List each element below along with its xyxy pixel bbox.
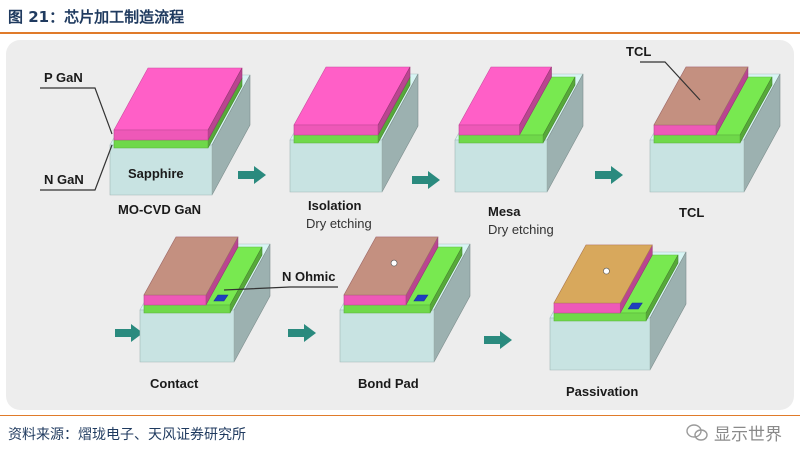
sapphire-substrate-front [139, 309, 235, 363]
blocks-layer [109, 66, 781, 371]
process-block-2 [289, 66, 419, 193]
tcl-leader [640, 61, 701, 101]
n-gan-layer-front [113, 139, 209, 149]
step-sub-isolation: Dry etching [306, 216, 372, 231]
step-label-mocvd: MO-CVD GaN [118, 202, 201, 217]
n-gan-leader [40, 144, 113, 191]
p-gan-mesa-front [143, 294, 207, 306]
n-gan-layer-front [458, 134, 544, 144]
step-label-bondpad: Bond Pad [358, 376, 419, 391]
process-block-7 [549, 244, 687, 371]
process-arrow-2 [412, 171, 440, 189]
sapphire-substrate-front [549, 317, 651, 371]
tcl-layer [143, 236, 239, 296]
figure-title: 图 21：芯片加工制造流程 [8, 8, 185, 26]
step-label-contact: Contact [150, 376, 199, 391]
brand-text: 显示世界 [714, 425, 782, 445]
process-arrow-5 [288, 324, 316, 342]
bond-pad [603, 267, 610, 275]
brand-watermark: 显示世界 [686, 420, 782, 445]
sapphire-substrate-front [454, 139, 548, 193]
n-ohmic-contact [413, 294, 429, 302]
step-sub-mesa: Dry etching [488, 222, 554, 237]
p-gan-leader [40, 87, 113, 135]
n-gan-layer-front [553, 312, 647, 322]
n-gan-layer-front [653, 134, 741, 144]
sapphire-label: Sapphire [128, 166, 184, 181]
process-block-3 [454, 66, 584, 193]
sapphire-substrate-front [649, 139, 745, 193]
p-gan-layer-front [113, 129, 209, 141]
process-block-5 [139, 236, 271, 363]
step-label-mesa: Mesa [488, 204, 521, 219]
p-gan-mesa-front [343, 294, 407, 306]
n-ohmic-contact [627, 302, 643, 310]
process-arrow-4 [115, 324, 143, 342]
n-gan-label: N GaN [44, 172, 84, 187]
n-ohmic-label: N Ohmic [282, 269, 335, 284]
sapphire-substrate-front [339, 309, 435, 363]
n-ohmic-leader [223, 286, 338, 291]
process-arrow-6 [484, 331, 512, 349]
process-block-6 [339, 236, 471, 363]
step-label-isolation: Isolation [308, 198, 362, 213]
p-gan-mesa-front [458, 124, 520, 136]
process-arrow-3 [595, 166, 623, 184]
step-label-tcl: TCL [679, 205, 704, 220]
bottom-rule [0, 415, 800, 416]
step-label-passivation: Passivation [566, 384, 638, 399]
p-gan-label: P GaN [44, 70, 83, 85]
p-gan-mesa-front [653, 124, 717, 136]
tcl-callout-label: TCL [626, 44, 651, 59]
tcl-layer [653, 66, 749, 126]
process-block-1 [109, 67, 251, 196]
n-gan-layer-front [293, 134, 379, 144]
source-note: 资料来源：熠珑电子、天风证券研究所 [8, 427, 246, 443]
tcl-layer [343, 236, 439, 296]
tcl-layer [553, 244, 653, 304]
n-gan-layer-front [143, 304, 231, 314]
wechat-icon [686, 423, 708, 441]
n-ohmic-contact [213, 294, 229, 302]
process-arrow-1 [238, 166, 266, 184]
top-rule [0, 32, 800, 34]
p-gan-layer-front [293, 124, 379, 136]
n-gan-layer-front [343, 304, 431, 314]
process-block-4 [649, 66, 781, 193]
p-gan-mesa-front [553, 302, 621, 314]
sapphire-substrate-front [289, 139, 383, 193]
arrows-layer [115, 166, 623, 349]
bond-pad [390, 259, 398, 267]
